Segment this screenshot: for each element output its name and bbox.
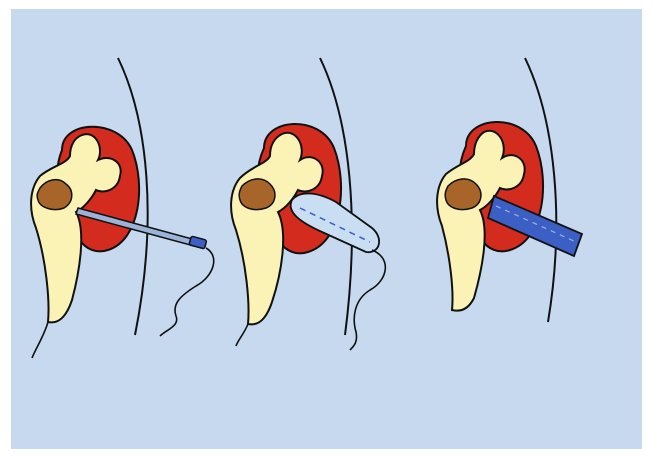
step-3-access-sheath: [437, 58, 582, 322]
stone: [445, 179, 481, 210]
guidewire: [350, 250, 385, 350]
step-2-balloon-dilation: [231, 58, 385, 350]
step-1-needle-puncture: [31, 58, 214, 358]
needle-hub: [189, 236, 207, 249]
stone: [239, 179, 275, 210]
ureter-tail: [236, 324, 248, 346]
guidewire: [160, 248, 214, 336]
ureter-tail: [32, 322, 48, 358]
